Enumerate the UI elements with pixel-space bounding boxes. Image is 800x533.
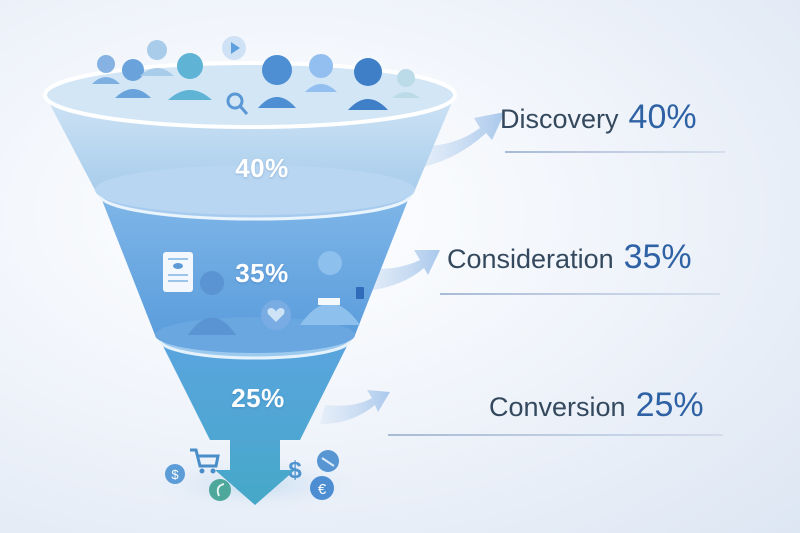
person-icon	[92, 55, 120, 84]
stage-label-discovery: Discovery 40%	[500, 98, 697, 137]
arrow-conversion-icon	[320, 390, 390, 424]
stage-name: Discovery	[500, 104, 619, 134]
phone-icon	[356, 287, 364, 299]
dollar-coin-icon: $	[165, 464, 185, 484]
arrow-consideration-icon	[355, 250, 440, 292]
play-bubble-icon	[222, 36, 246, 60]
stage-name: Conversion	[489, 392, 626, 422]
top-people-icons	[92, 36, 420, 115]
dollar-sign-icon: $	[288, 457, 302, 484]
cart-icon	[190, 448, 220, 474]
man-card-icon	[300, 251, 360, 325]
man-icon	[348, 58, 388, 110]
coin-icon	[209, 479, 231, 501]
funnel-percent-consideration: 35%	[235, 258, 289, 288]
middle-icons	[163, 251, 364, 335]
svg-text:€: €	[318, 481, 327, 498]
bottom-icons: $ $ €	[165, 448, 339, 501]
arrow-discovery-icon	[410, 112, 505, 170]
woman-icon	[168, 53, 212, 100]
svg-text:$: $	[288, 457, 302, 484]
stage-label-consideration: Consideration 35%	[447, 238, 692, 277]
heart-icon	[261, 300, 291, 330]
divider	[505, 151, 725, 153]
woman-curly-icon	[258, 55, 296, 108]
woman-icon	[305, 54, 337, 92]
document-icon	[163, 252, 193, 292]
stage-value: 25%	[635, 386, 704, 424]
woman-phone-icon	[188, 271, 236, 335]
stage-value: 35%	[623, 238, 692, 276]
person-icon	[140, 40, 174, 76]
divider	[440, 293, 720, 295]
stage-label-conversion: Conversion 25%	[489, 386, 704, 425]
funnel-percent-conversion: 25%	[231, 383, 285, 413]
person-icon	[392, 69, 420, 98]
stage-name: Consideration	[447, 244, 614, 274]
stage-value: 40%	[628, 98, 697, 136]
funnel-percent-discovery: 40%	[235, 153, 289, 183]
euro-coin-icon: €	[310, 476, 334, 500]
chat-icon	[317, 450, 339, 472]
search-icon	[226, 92, 249, 115]
person-icon	[115, 59, 151, 98]
funnel-stage-conversion	[160, 340, 350, 505]
svg-text:$: $	[171, 467, 179, 482]
divider	[388, 434, 723, 436]
